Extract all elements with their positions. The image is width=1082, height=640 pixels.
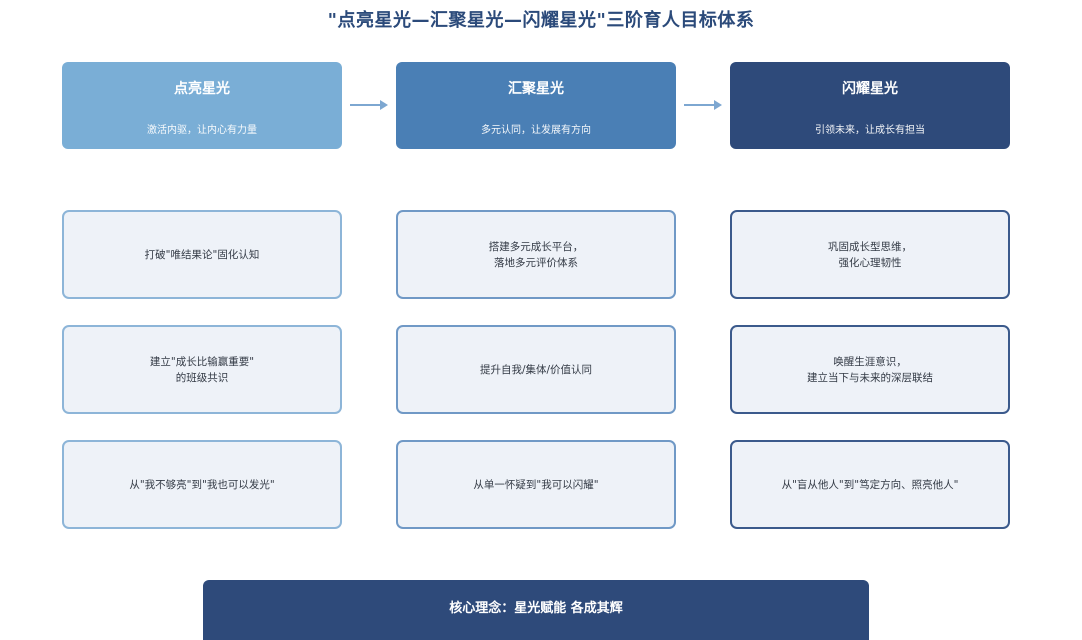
goal-card-text: 打破"唯结果论"固化认知 xyxy=(144,248,260,261)
stage-3-title: 闪耀星光 xyxy=(842,81,898,97)
stage-2-subtitle: 多元认同，让发展有方向 xyxy=(481,125,591,136)
goal-card-text: 提升自我/集体/价值认同 xyxy=(479,363,593,376)
goal-card-text: 从单一怀疑到"我可以闪耀" xyxy=(473,478,599,491)
goal-card-stage2-row1: 搭建多元成长平台， 落地多元评价体系 xyxy=(396,210,676,299)
goal-card-text: 唤醒生涯意识， 建立当下与未来的深层联结 xyxy=(807,355,933,384)
stage-3-subtitle: 引领未来，让成长有担当 xyxy=(815,125,925,136)
stage-1-title: 点亮星光 xyxy=(174,81,230,97)
goal-card-stage3-row3: 从"盲从他人"到"笃定方向、照亮他人" xyxy=(730,440,1010,529)
goal-card-stage1-row3: 从"我不够亮"到"我也可以发光" xyxy=(62,440,342,529)
core-concept-banner: 核心理念：星光赋能 各成其辉 xyxy=(203,580,869,640)
stage-2-box: 汇聚星光 多元认同，让发展有方向 xyxy=(396,62,676,149)
goal-card-stage2-row2: 提升自我/集体/价值认同 xyxy=(396,325,676,414)
arrow-icon xyxy=(350,100,388,110)
goal-card-stage2-row3: 从单一怀疑到"我可以闪耀" xyxy=(396,440,676,529)
stage-1-subtitle: 激活内驱，让内心有力量 xyxy=(147,125,257,136)
diagram-title: "点亮星光—汇聚星光—闪耀星光"三阶育人目标体系 xyxy=(327,10,755,31)
goal-card-stage3-row1: 巩固成长型思维， 强化心理韧性 xyxy=(730,210,1010,299)
goal-card-stage3-row2: 唤醒生涯意识， 建立当下与未来的深层联结 xyxy=(730,325,1010,414)
goal-card-text: 从"盲从他人"到"笃定方向、照亮他人" xyxy=(781,478,959,491)
goal-card-text: 建立"成长比输赢重要" 的班级共识 xyxy=(149,355,255,384)
arrow-icon xyxy=(684,100,722,110)
stage-2-title: 汇聚星光 xyxy=(508,81,564,97)
goal-card-text: 从"我不够亮"到"我也可以发光" xyxy=(129,478,275,491)
goal-card-text: 搭建多元成长平台， 落地多元评价体系 xyxy=(488,240,584,269)
core-concept-text: 核心理念：星光赋能 各成其辉 xyxy=(449,601,623,616)
stage-1-box: 点亮星光 激活内驱，让内心有力量 xyxy=(62,62,342,149)
goal-card-stage1-row1: 打破"唯结果论"固化认知 xyxy=(62,210,342,299)
goal-card-stage1-row2: 建立"成长比输赢重要" 的班级共识 xyxy=(62,325,342,414)
stage-3-box: 闪耀星光 引领未来，让成长有担当 xyxy=(730,62,1010,149)
goal-card-text: 巩固成长型思维， 强化心理韧性 xyxy=(828,240,912,269)
